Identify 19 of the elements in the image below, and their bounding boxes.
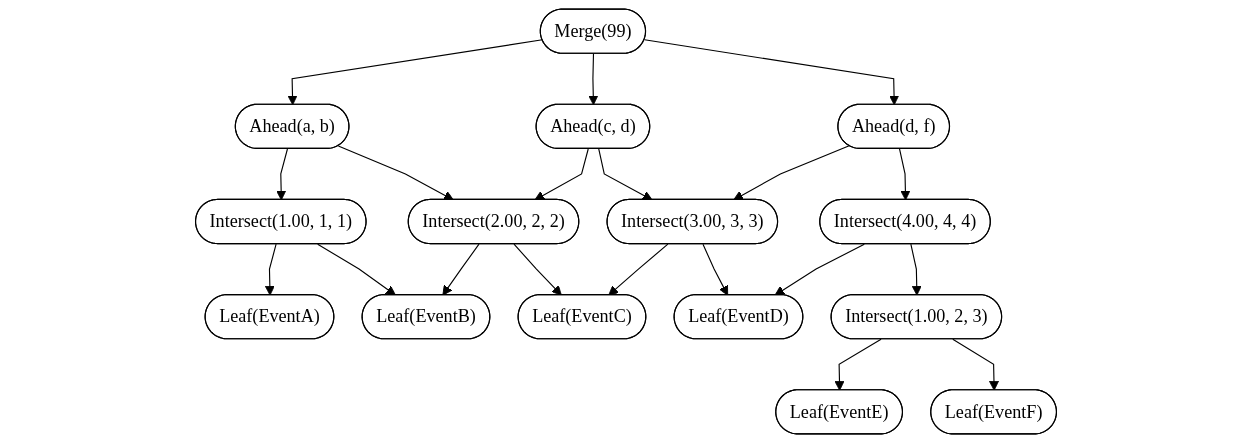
arrow [317,243,396,296]
arrow [733,145,850,201]
arrow [598,148,653,201]
arrow [337,145,454,201]
arrow [287,39,543,106]
arrow [910,243,922,296]
arrow [608,243,669,296]
arrow [442,243,480,296]
arrow [898,148,911,201]
arrow [264,243,277,296]
arrow [952,338,999,391]
arrow [513,243,562,296]
arrow [644,39,900,106]
arrow [702,243,729,296]
arrow [534,148,589,201]
arrow [588,53,599,106]
arrow [276,148,288,201]
arrow [774,243,865,296]
arrow [834,338,882,391]
